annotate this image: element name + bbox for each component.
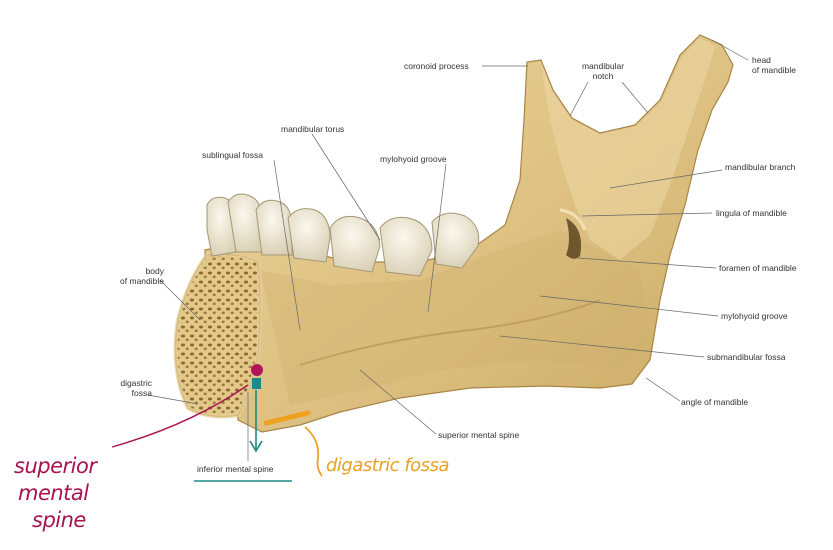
label-digastric-fossa: digastric fossa bbox=[100, 378, 152, 398]
tooth bbox=[255, 199, 293, 256]
label-mandibular-torus: mandibular torus bbox=[281, 124, 345, 134]
label-line: notch bbox=[592, 71, 614, 81]
body-shading bbox=[260, 230, 650, 405]
tooth bbox=[287, 208, 331, 263]
handwritten-superior-mental-spine: superior mental spine bbox=[14, 453, 97, 534]
label-mylohyoid-groove-right: mylohyoid groove bbox=[721, 311, 788, 321]
label-line: of mandible bbox=[752, 65, 796, 75]
label-line: mandibular bbox=[581, 61, 625, 71]
label-mandibular-notch: mandibular notch bbox=[578, 61, 628, 81]
foramen bbox=[566, 218, 582, 259]
label-mandibular-branch: mandibular branch bbox=[725, 162, 796, 172]
label-inferior-mental-spine: inferior mental spine bbox=[197, 464, 274, 474]
orange-bracket bbox=[304, 426, 323, 477]
tooth bbox=[379, 216, 433, 277]
label-line: head bbox=[752, 55, 771, 65]
leader-lines bbox=[147, 39, 749, 461]
label-superior-mental-spine: superior mental spine bbox=[438, 430, 520, 440]
pink-pointer-line bbox=[111, 384, 249, 448]
tooth bbox=[329, 215, 381, 273]
superior-mental-spine-annotation bbox=[111, 364, 263, 448]
hand-line: superior bbox=[14, 454, 97, 478]
mylohyoid-ridge bbox=[299, 299, 601, 366]
lingula bbox=[559, 208, 587, 231]
ramus-highlight bbox=[541, 38, 715, 260]
label-submandibular-fossa: submandibular fossa bbox=[707, 352, 786, 362]
orange-marker bbox=[263, 410, 311, 426]
label-head-of-mandible: head of mandible bbox=[752, 55, 796, 75]
label-sublingual-fossa: sublingual fossa bbox=[202, 150, 263, 160]
label-line: digastric bbox=[120, 378, 152, 388]
label-line: body bbox=[145, 266, 164, 276]
label-body-of-mandible: body of mandible bbox=[100, 266, 164, 286]
tooth bbox=[431, 212, 480, 269]
label-line: fossa bbox=[131, 388, 152, 398]
label-lingula-of-mandible: lingula of mandible bbox=[716, 208, 787, 218]
label-line: of mandible bbox=[120, 276, 164, 286]
label-coronoid-process: coronoid process bbox=[404, 61, 469, 71]
teeth bbox=[206, 193, 480, 277]
label-foramen-of-mandible: foramen of mandible bbox=[719, 263, 797, 273]
pink-marker-dot bbox=[251, 364, 263, 376]
label-mylohyoid-groove: mylohyoid groove bbox=[380, 154, 447, 164]
hand-line: spine bbox=[32, 508, 86, 532]
teal-marker bbox=[252, 378, 261, 389]
label-angle-of-mandible: angle of mandible bbox=[681, 397, 749, 407]
inferior-mental-spine-annotation bbox=[194, 378, 292, 482]
hand-line: mental bbox=[18, 481, 89, 505]
teal-arrow-head bbox=[249, 440, 263, 453]
cut-rim bbox=[173, 252, 262, 419]
handwritten-digastric-fossa: digastric fossa bbox=[326, 455, 449, 476]
digastric-fossa-annotation bbox=[263, 410, 323, 477]
